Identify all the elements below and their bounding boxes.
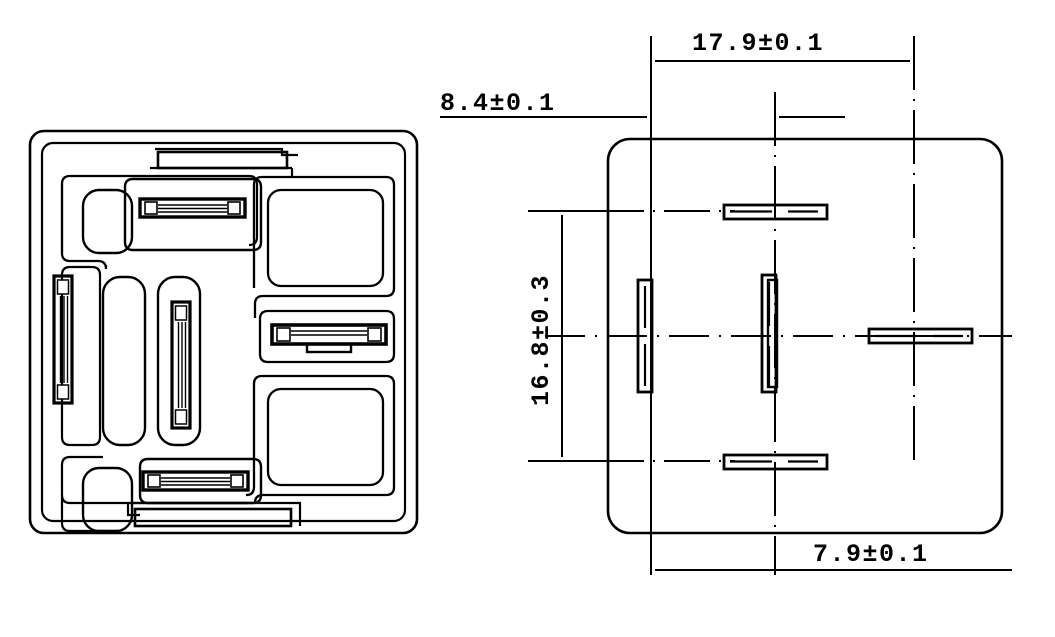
pin-top [722, 203, 829, 221]
pocket-middle-slot-a [101, 275, 147, 447]
terminal-top-horizontal [138, 197, 247, 219]
dim-label-overall-height: 16.8±0.3 [527, 274, 556, 406]
pin-right [867, 327, 974, 345]
terminal-center-vertical [170, 300, 192, 430]
tray-inner-wall [40, 141, 407, 523]
dim-label-bottom-width: 7.9±0.1 [813, 540, 929, 569]
terminal-bottom-horizontal [141, 470, 250, 492]
tray-top-notch [150, 147, 298, 178]
dim-label-overall-width: 17.9±0.1 [692, 29, 824, 58]
pocket-right-upper [252, 175, 396, 318]
pin-center [760, 273, 779, 394]
dimension-annotations [440, 57, 1012, 574]
terminal-right-horizontal [270, 323, 388, 354]
pocket-upper-left [60, 174, 259, 270]
pin-left [636, 278, 654, 394]
pocket-lower-left [60, 455, 248, 533]
pocket-right-waist [258, 309, 396, 364]
tray-bottom-notch [126, 501, 302, 528]
tray-top-view [28, 129, 419, 535]
pin-bottom [722, 453, 829, 471]
pocket-lower-middle [138, 457, 263, 505]
terminal-left-vertical [52, 274, 74, 405]
dim-label-offset-width: 8.4±0.1 [440, 89, 556, 118]
pocket-middle-slot-b [156, 275, 202, 447]
tray-outer-wall [28, 129, 419, 535]
pocket-left-vertical [60, 265, 102, 447]
pocket-right-lower [245, 374, 396, 504]
